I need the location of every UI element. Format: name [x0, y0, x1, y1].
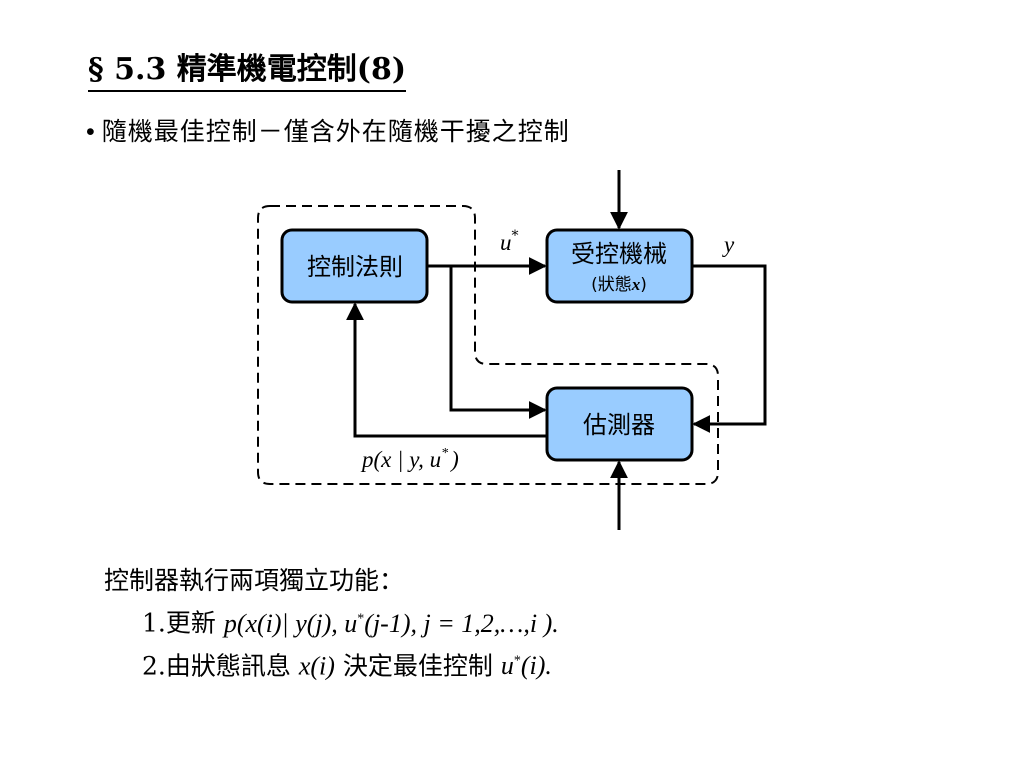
bullet-text: 隨機最佳控制－僅含外在隨機干擾之控制	[101, 117, 570, 146]
output-feedback-arrow	[692, 264, 767, 433]
estimator-block: 估測器	[545, 386, 694, 462]
posterior-label: p(x | y, u*)	[360, 446, 459, 472]
bullet-item: •隨機最佳控制－僅含外在隨機干擾之控制	[86, 114, 570, 150]
controller-boundary	[257, 205, 719, 485]
plant-block: 受控機械 (狀態x)	[545, 228, 694, 304]
plant-label: 受控機械	[571, 240, 667, 268]
bullet-dot-icon: •	[86, 118, 96, 146]
slide-title: § 5.3 精準機電控制(8)	[88, 52, 407, 92]
functions-heading: 控制器執行兩項獨立功能：	[104, 566, 405, 595]
function-item-2: 2.由狀態訊息 x(i) 決定最佳控制 u*(i).	[142, 651, 552, 681]
plant-state-label: (狀態x)	[591, 275, 647, 295]
posterior-feedback-arrow	[346, 302, 547, 438]
u-star-label: u*	[500, 228, 519, 255]
controller-functions: 控制器執行兩項獨立功能： 1.更新 p(x(i)| y(j), u*(j-1),…	[104, 562, 559, 685]
control-law-block: 控制法則	[280, 228, 429, 304]
y-label: y	[722, 232, 735, 257]
function-item-1: 1.更新 p(x(i)| y(j), u*(j-1), j = 1,2,…,i …	[142, 608, 559, 638]
control-to-estimator-arrow	[449, 266, 547, 419]
control-law-label: 控制法則	[307, 253, 403, 281]
estimator-label: 估測器	[583, 411, 655, 439]
